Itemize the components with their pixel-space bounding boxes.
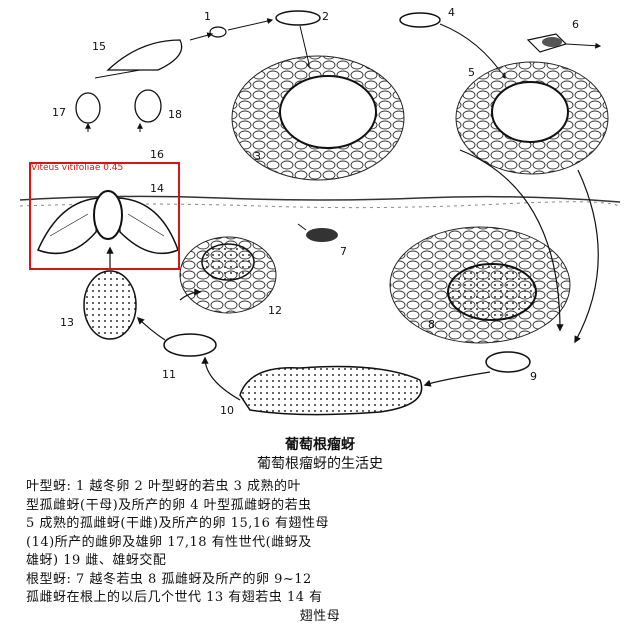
- label-12: 12: [268, 304, 282, 317]
- stage-12-root-cluster: [179, 236, 277, 314]
- label-5: 5: [468, 66, 475, 79]
- label-6: 6: [572, 18, 579, 31]
- stage-14-winged-sexupara: [36, 190, 179, 255]
- label-11: 11: [162, 368, 176, 381]
- label-15: 15: [92, 40, 106, 53]
- label-13: 13: [60, 316, 74, 329]
- caption-line: 5 成熟的孤雌蚜(干雌)及所产的卵 15,16 有翅性母: [26, 516, 330, 531]
- caption-line: 翅性母: [299, 608, 341, 624]
- life-cycle-diagram: 1 2 3 4 5 6 7 8 9 10 11 12 13 14 15 16 1…: [19, 6, 621, 417]
- label-18: 18: [168, 108, 182, 121]
- label-9: 9: [530, 370, 537, 383]
- stage-1-winter-egg: [209, 26, 227, 38]
- label-10: 10: [220, 404, 234, 417]
- label-8: 8: [428, 318, 435, 331]
- label-14: 14: [150, 182, 164, 195]
- stage-9-root-aphid: [485, 351, 531, 373]
- stage-2-leaf-nymph: [275, 10, 321, 26]
- label-17: 17: [52, 106, 66, 119]
- detection-label: Viteus vitifoliae 0.45: [31, 163, 124, 173]
- stage-10-root-swelling: [239, 365, 423, 416]
- stage-13-winged-nymph: [83, 246, 137, 340]
- stage-6-winged-aphid: [526, 33, 602, 53]
- stage-4-leaf-nymph: [399, 12, 441, 28]
- stage-8-root-colony: [389, 226, 571, 344]
- caption-line: 孤雌蚜在根上的以后几个世代 13 有翅若虫 14 有: [26, 590, 323, 605]
- caption-title: 葡萄根瘤蚜: [285, 437, 355, 453]
- detection-bounding-box: [29, 162, 180, 270]
- caption-line: 根型蚜: 7 越冬若虫 8 孤雌蚜及所产的卵 9~12: [26, 571, 312, 587]
- stage-11-root-aphid: [163, 333, 217, 357]
- label-2: 2: [322, 10, 329, 23]
- stage-7-overwintering-nymph: [297, 223, 338, 242]
- caption-subtitle: 葡萄根瘤蚜的生活史: [257, 456, 383, 472]
- stage-15-winged-egg: [106, 32, 214, 71]
- figure-caption: 葡萄根瘤蚜 葡萄根瘤蚜的生活史 叶型蚜: 1 越冬卵 2 叶型蚜的若虫 3 成熟…: [0, 436, 640, 626]
- stage-18-male: [134, 89, 162, 132]
- caption-line: 叶型蚜: 1 越冬卵 2 叶型蚜的若虫 3 成熟的叶: [26, 479, 301, 494]
- label-1: 1: [204, 10, 211, 23]
- caption-line: 雄蚜) 19 雌、雄蚜交配: [26, 553, 167, 568]
- label-7: 7: [340, 245, 347, 258]
- soil-line: [19, 195, 621, 209]
- stage-5-mature-gall: [455, 61, 609, 175]
- caption-line: 型孤雌蚜(干母)及所产的卵 4 叶型孤雌蚜的若虫: [26, 497, 312, 513]
- caption-line: (14)所产的雌卵及雄卵 17,18 有性世代(雌蚜及: [26, 534, 312, 550]
- label-3: 3: [254, 150, 261, 163]
- cycle-arrows: [136, 149, 599, 401]
- stage-17-female: [75, 92, 101, 132]
- stage-3-leaf-gall: [231, 55, 405, 181]
- label-4: 4: [448, 6, 455, 19]
- stage-number-labels: 1 2 3 4 5 6 7 8 9 10 11 12 13 14 15 16 1…: [52, 6, 579, 417]
- label-16: 16: [150, 148, 164, 161]
